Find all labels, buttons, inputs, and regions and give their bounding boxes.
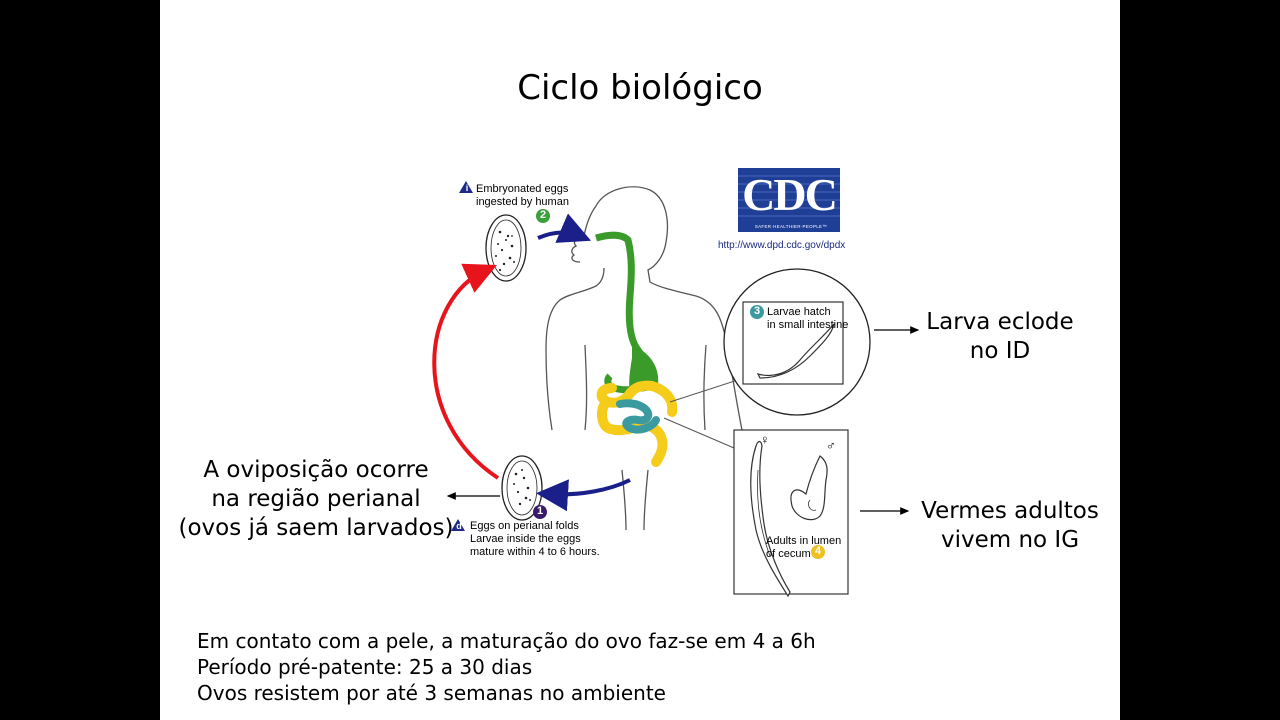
notes: Em contato com a pele, a maturação do ov… — [197, 628, 816, 706]
deposition-arrow — [536, 478, 631, 512]
oviposition-annotation-line-1: A oviposição ocorre — [203, 457, 429, 483]
badge-1-circle — [533, 505, 547, 519]
adults-annotation-line-2: vivem no IG — [940, 527, 1080, 553]
oviposition-annotation-line-3: (ovos já saem larvados) — [178, 515, 454, 541]
cdc-logo — [738, 168, 840, 232]
perianal-label-2: Larvae inside the eggs — [470, 533, 581, 545]
larva-annotation-line-1: Larva eclode — [926, 309, 1074, 335]
adults-label-1: Adults in lumen — [766, 535, 842, 547]
badge-4-label: 4 — [814, 545, 822, 557]
hatch-label-2: in small intestine — [767, 319, 849, 331]
human-silhouette — [545, 186, 743, 531]
note-line-1: Em contato com a pele, a maturação do ov… — [197, 629, 816, 653]
note-line-3: Ovos resistem por até 3 semanas no ambie… — [197, 681, 666, 705]
i-badge-label: i — [465, 183, 469, 193]
cdc-url[interactable]: http://www.dpd.cdc.gov/dpdx — [718, 240, 846, 251]
i-triangle-badge — [459, 181, 473, 193]
larva-annotation-line-2: no ID — [969, 338, 1031, 364]
slide: Ciclo biológico — [160, 0, 1120, 720]
badge-3-circle — [750, 305, 764, 319]
note-line-2: Período pré-patente: 25 a 30 dias — [197, 655, 533, 679]
slide-title: Ciclo biológico — [517, 68, 763, 108]
ingestion-arrow — [537, 213, 592, 243]
badge-2-circle — [536, 209, 550, 223]
male-symbol: ♂ — [826, 438, 836, 453]
adults-annotation: Vermes adultos vivem no IG — [910, 497, 1110, 555]
perianal-label-3: mature within 4 to 6 hours. — [470, 546, 600, 558]
d-triangle-badge — [451, 519, 465, 531]
badge-3-label: 3 — [753, 305, 761, 317]
badge-1-label: 1 — [536, 505, 544, 517]
adults-label-2: of cecum — [766, 548, 811, 560]
d-badge-label: d — [456, 521, 462, 531]
cdc-logo-text: CDC — [742, 169, 838, 220]
cycle-arrow — [432, 263, 500, 480]
oviposition-annotation-line-2: na região perianal — [211, 486, 421, 512]
adults-annotation-line-1: Vermes adultos — [921, 498, 1099, 524]
larva-hatch-inset — [723, 268, 871, 416]
female-symbol: ♀ — [760, 432, 770, 447]
badge-4-circle — [811, 545, 825, 559]
adults-inset — [733, 429, 849, 598]
perianal-label-1: Eggs on perianal folds — [470, 520, 579, 532]
digestive-tract — [595, 231, 678, 467]
ingest-label-1: Embryonated eggs — [476, 183, 569, 195]
life-cycle-diagram — [432, 168, 920, 598]
ingest-label-2: ingested by human — [476, 196, 569, 208]
embryonated-egg-top — [485, 214, 527, 282]
oviposition-annotation: A oviposição ocorre na região perianal (… — [174, 456, 458, 543]
hatch-label-1: Larvae hatch — [767, 306, 831, 318]
badge-2-label: 2 — [539, 209, 547, 221]
larva-annotation: Larva eclode no ID — [920, 308, 1080, 366]
cdc-tagline: SAFER·HEALTHIER·PEOPLE™ — [754, 224, 828, 229]
